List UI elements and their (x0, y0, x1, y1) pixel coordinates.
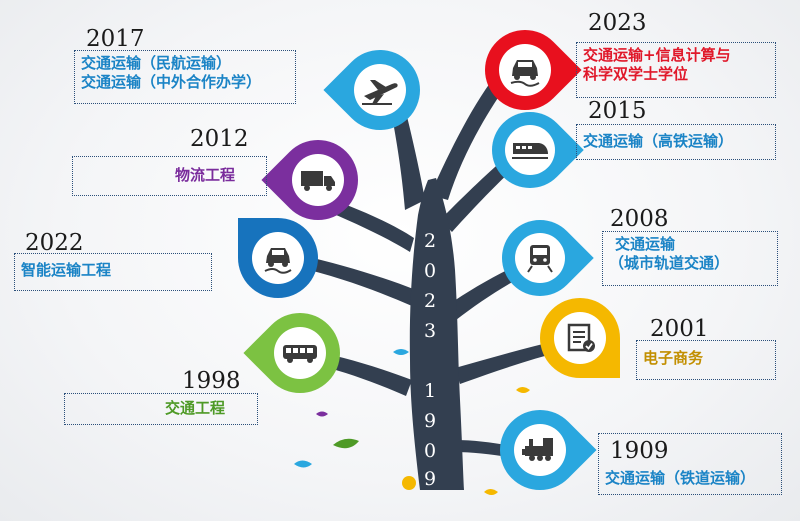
car-icon-2022 (264, 248, 292, 274)
trunk-digit: 1 (423, 380, 437, 402)
year-label-2015: 2015 (588, 98, 647, 124)
trunk-digit: 2 (423, 290, 437, 312)
decorative-leaves (294, 349, 530, 495)
year-label-2008: 2008 (610, 206, 669, 232)
document-check-icon (567, 323, 595, 352)
trunk-digit: 0 (423, 260, 437, 282)
milestone-line: 智能运输工程 (21, 261, 112, 279)
bus-icon (283, 345, 317, 363)
milestone-box-2023: 交通运输+信息计算与 科学双学士学位 (576, 42, 776, 98)
milestone-line: 交通工程 (165, 399, 226, 417)
trunk-digit: 2 (423, 230, 437, 252)
milestone-box-2008: 交通运输 （城市轨道交通） (602, 231, 778, 286)
trunk-digit: 0 (423, 440, 437, 462)
milestone-box-2022: 智能运输工程 (14, 253, 212, 291)
year-label-2001: 2001 (650, 316, 709, 342)
year-label-1998: 1998 (182, 368, 241, 394)
truck-icon (301, 171, 335, 191)
milestone-line: 科学双学士学位 (583, 65, 689, 83)
milestone-line: （城市轨道交通） (609, 254, 730, 272)
trunk-digit: 9 (423, 468, 437, 490)
milestone-box-1909: 交通运输（铁道运输） (598, 433, 782, 495)
metro-train-icon (527, 245, 553, 273)
year-label-1909: 1909 (610, 438, 669, 464)
year-label-2012: 2012 (190, 126, 249, 152)
milestone-line: 电子商务 (643, 349, 704, 367)
high-speed-train-icon (512, 143, 548, 159)
milestone-line: 物流工程 (175, 166, 236, 184)
milestone-box-2017: 交通运输（民航运输） 交通运输（中外合作办学） (74, 50, 296, 104)
year-label-2023: 2023 (588, 10, 647, 36)
airplane-icon (362, 80, 398, 105)
milestone-line: 交通运输（民航运输） (81, 54, 232, 72)
milestone-box-1998: 交通工程 (64, 393, 258, 425)
tree-trunk (409, 178, 464, 490)
milestone-line: 交通运输（高铁运输） (583, 132, 734, 150)
branch-2001 (455, 340, 563, 384)
steam-locomotive-icon (522, 438, 553, 461)
milestone-box-2012: 物流工程 (72, 156, 267, 196)
branch-2023 (430, 70, 512, 200)
car-icon (510, 60, 540, 87)
milestone-line: 交通运输+信息计算与 (583, 46, 731, 64)
trunk-digit: 9 (423, 410, 437, 432)
milestone-line: 交通运输 (615, 235, 676, 253)
milestone-line: 交通运输（中外合作办学） (81, 73, 262, 91)
milestone-box-2015: 交通运输（高铁运输） (576, 124, 776, 160)
milestone-box-2001: 电子商务 (636, 340, 776, 380)
year-label-2022: 2022 (25, 230, 84, 256)
branch-2022 (297, 255, 416, 306)
milestone-line: 交通运输（铁道运输） (605, 469, 756, 487)
trunk-digit: 3 (423, 320, 437, 342)
year-label-2017: 2017 (86, 26, 145, 52)
